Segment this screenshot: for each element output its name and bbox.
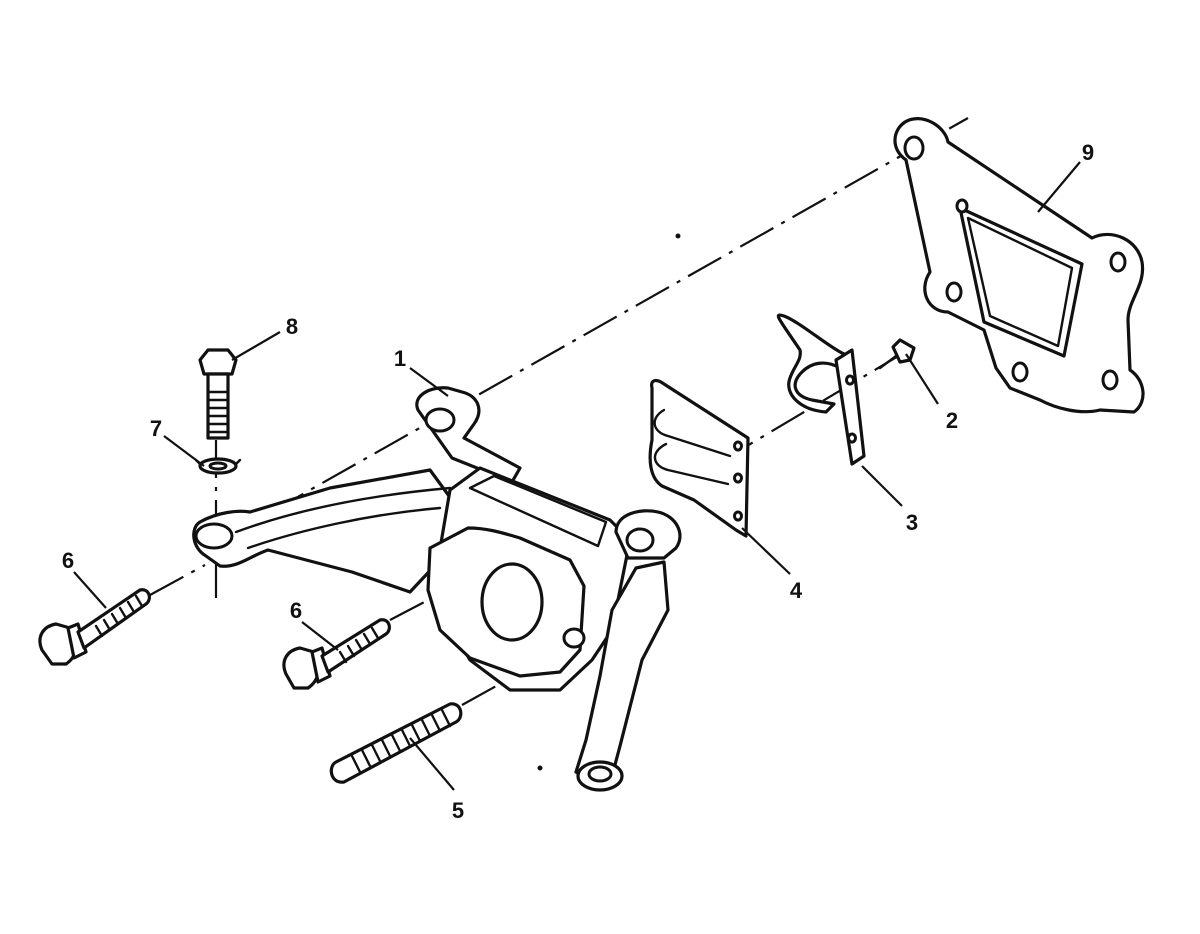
gasket-bolt-hole-top — [903, 135, 925, 161]
housing-flange-bolt-hole — [562, 627, 586, 649]
callout-5: 5 — [452, 798, 464, 823]
screw-head — [891, 338, 916, 364]
callout-6a: 6 — [62, 548, 74, 573]
washer-part-7 — [194, 457, 242, 475]
gasket-inner-window-edge — [966, 216, 1074, 348]
reed-stop-hole-bottom — [847, 432, 857, 444]
leader-7 — [163, 435, 205, 467]
leader-8 — [231, 331, 281, 361]
reed-plate-hole-1 — [733, 440, 743, 452]
gasket-bolt-hole-upper-right — [1109, 251, 1127, 273]
bolt-part-6-middle — [282, 618, 391, 690]
centerline-bolt-middle — [389, 597, 433, 621]
bolt-6b-shank — [320, 618, 391, 674]
gasket-bolt-hole-inner — [955, 198, 969, 214]
scan-speck-2 — [537, 765, 543, 771]
callout-labels: 1 2 3 4 5 6 6 7 8 9 — [62, 140, 1094, 823]
callout-6b: 6 — [290, 598, 302, 623]
leader-9 — [1037, 161, 1081, 213]
leader-1 — [409, 367, 449, 397]
callout-1: 1 — [394, 346, 406, 371]
housing-port-opening — [480, 562, 544, 642]
leader-6b — [301, 621, 339, 651]
scan-speck-1 — [675, 233, 681, 239]
reed-stop-part-3 — [776, 313, 866, 466]
leader-5 — [409, 737, 455, 791]
callout-8: 8 — [286, 314, 298, 339]
reed-petal-upper — [653, 408, 732, 458]
centerline-gasket-to-reed — [719, 354, 901, 463]
callout-9: 9 — [1082, 140, 1094, 165]
housing-down-arm-eye-hole — [587, 765, 613, 783]
bolt-8-threads — [206, 390, 230, 434]
gasket-bolt-hole-left — [945, 281, 963, 303]
bolt-8-shank — [206, 372, 230, 440]
stud-5-threads — [350, 708, 452, 774]
leader-4 — [741, 527, 791, 575]
housing-part-1 — [192, 386, 682, 792]
reed-plate-hole-2 — [733, 472, 743, 484]
screw-shank — [878, 354, 898, 370]
screw-part-2 — [878, 338, 916, 370]
housing-down-arm — [574, 560, 670, 784]
centerline-main — [217, 117, 969, 543]
bolt-6b-flange — [310, 646, 332, 684]
bolt-part-8 — [198, 348, 238, 440]
washer-7-tooth-2 — [234, 458, 242, 466]
leader-2 — [905, 353, 939, 405]
leader-6a — [73, 571, 107, 609]
reed-stop-plate — [834, 348, 866, 466]
bolt-6a-flange — [66, 622, 88, 660]
bolt-8-head — [198, 348, 238, 376]
leader-lines — [73, 161, 1081, 791]
housing-lower-arm — [192, 468, 454, 594]
housing-right-boss-hole — [625, 527, 655, 553]
housing-upper-arm — [415, 386, 522, 484]
reed-petal-lower — [653, 442, 730, 486]
housing-arm-ridge-1 — [234, 486, 452, 534]
reed-plate-hole-3 — [733, 510, 743, 522]
reed-plate-part-4 — [648, 378, 750, 538]
bolt-6a-threads — [94, 594, 144, 638]
callout-7: 7 — [150, 416, 162, 441]
bolt-6b-threads — [338, 626, 380, 664]
gasket-part-9 — [893, 117, 1145, 414]
gasket-bolt-hole-bottom — [1011, 361, 1029, 383]
housing-left-eye-hole — [194, 522, 234, 550]
reed-plate-outline — [648, 378, 750, 538]
washer-7-hole — [208, 461, 228, 471]
callout-3: 3 — [906, 510, 918, 535]
callout-2: 2 — [946, 408, 958, 433]
stud-part-5 — [329, 702, 463, 784]
centerline-bolt-lower-left — [149, 564, 206, 596]
leader-3 — [861, 465, 903, 507]
reed-stop-hole-top — [845, 374, 855, 386]
callout-4: 4 — [790, 578, 803, 603]
housing-arm-ridge-2 — [246, 506, 442, 550]
housing-top-face — [468, 474, 608, 548]
housing-upper-boss-hole — [424, 407, 456, 433]
gasket-inner-window — [958, 206, 1084, 358]
reed-stop-clip — [776, 313, 846, 414]
gasket-bolt-hole-lower-right — [1101, 369, 1119, 391]
bolt-part-6-left — [38, 588, 151, 666]
